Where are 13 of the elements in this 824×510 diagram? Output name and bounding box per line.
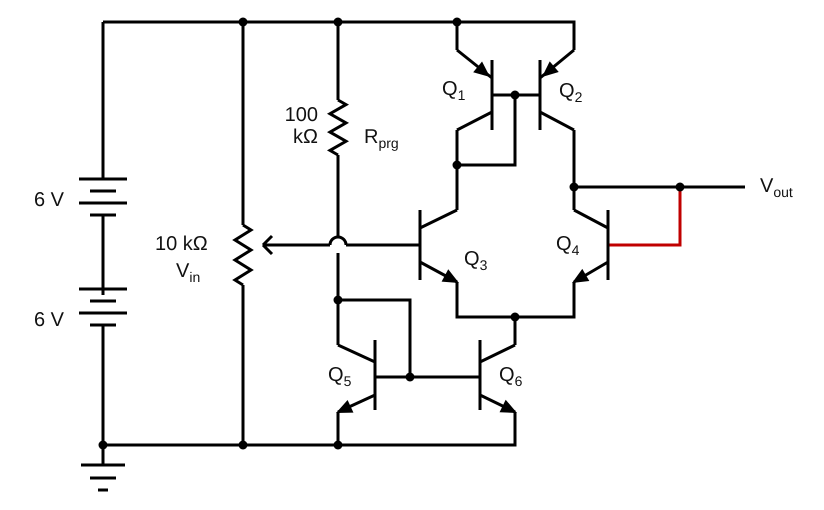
transistor-label: Q$_{2}$ bbox=[559, 80, 582, 106]
transistor-label: Q$_{1}$ bbox=[442, 78, 466, 104]
input-label: V$_{in}$ bbox=[176, 260, 200, 286]
resistance-label: 100 kΩ bbox=[284, 104, 318, 148]
output-label: V$_{out}$ bbox=[760, 175, 793, 200]
transistor-label: Q$_{4}$ bbox=[556, 233, 580, 258]
transistor-label: Q$_{5}$ bbox=[328, 364, 352, 390]
transistor-label: Q$_{6}$ bbox=[499, 364, 522, 390]
voltage-label: 6 V bbox=[34, 309, 64, 331]
voltage-label: 6 V bbox=[34, 189, 64, 211]
resistor-label: R$_{prg}$ bbox=[364, 126, 399, 152]
transistor-label: Q$_{3}$ bbox=[464, 248, 488, 274]
resistance-label: 10 kΩ bbox=[155, 233, 208, 255]
